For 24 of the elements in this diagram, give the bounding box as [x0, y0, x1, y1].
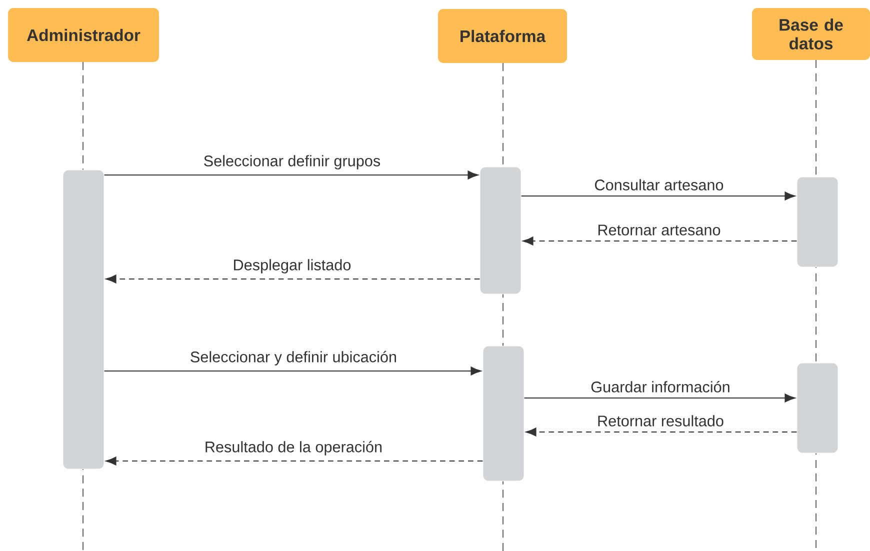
message-label: Resultado de la operación: [203, 440, 384, 457]
activation-bar: [480, 166, 522, 294]
activation-bar: [482, 346, 524, 482]
participant-box: Base de datos: [752, 8, 870, 60]
message-arrow: [104, 170, 478, 180]
activation-bar: [62, 170, 104, 470]
message-arrow: [106, 274, 480, 284]
message-label: Consultar artesano: [592, 178, 726, 192]
message-arrow: [106, 456, 484, 466]
message-arrow: [524, 394, 796, 402]
message-arrow: [522, 236, 798, 246]
message-label: Guardar información: [589, 380, 732, 394]
activation-bar: [796, 176, 838, 268]
activation-bar: [796, 362, 838, 454]
message-label: Desplegar listado: [231, 258, 353, 275]
message-arrow: [104, 366, 482, 376]
participant-box: Administrador: [8, 8, 159, 62]
message-label: Retornar resultado: [596, 414, 726, 428]
message-label: Seleccionar definir grupos: [202, 154, 382, 171]
message-arrow: [526, 428, 798, 436]
message-arrow: [520, 192, 796, 200]
message-label: Retornar artesano: [596, 223, 722, 237]
participant-box: Plataforma: [438, 9, 568, 63]
message-label: Seleccionar y definir ubicación: [188, 350, 398, 367]
